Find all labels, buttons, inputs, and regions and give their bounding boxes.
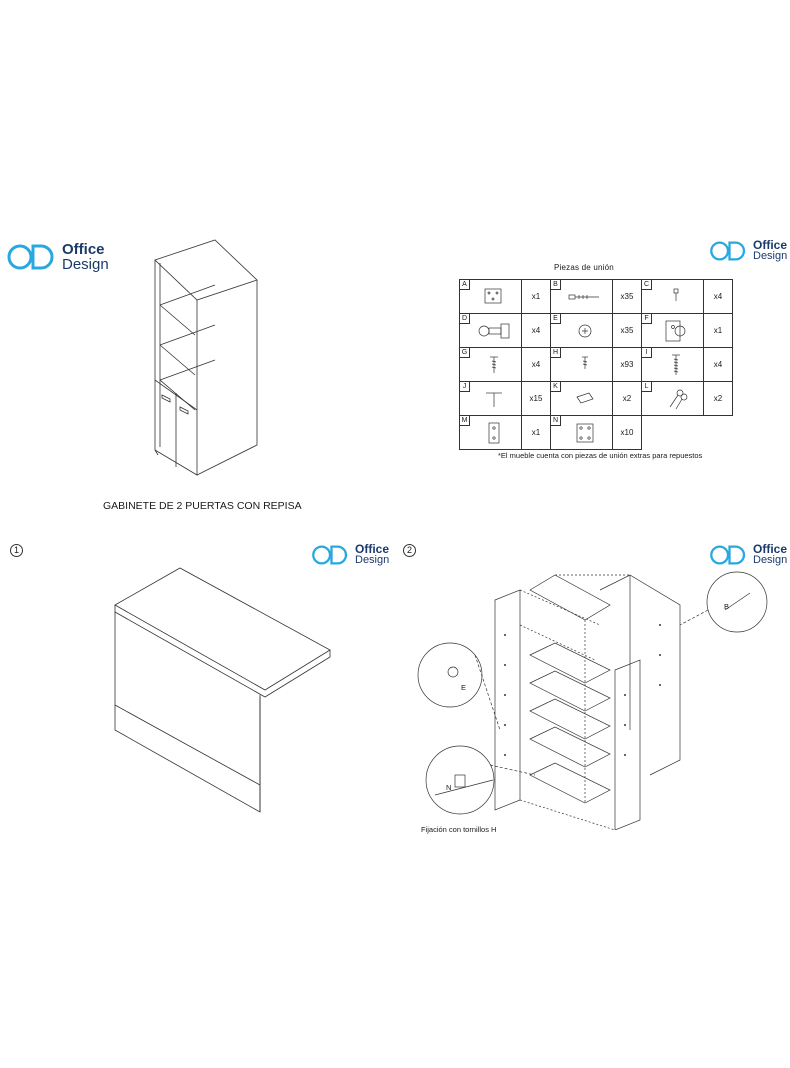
parts-note: *El mueble cuenta con piezas de unión ex… bbox=[498, 451, 703, 460]
part-qty: x4 bbox=[703, 347, 733, 382]
brand-word-office: Office bbox=[62, 241, 105, 258]
part-qty: x2 bbox=[703, 381, 733, 416]
part-qty: x4 bbox=[521, 347, 551, 382]
brand-logo-parts: Office Design bbox=[709, 239, 787, 262]
key-icon bbox=[669, 389, 688, 410]
part-letter: I bbox=[642, 348, 652, 358]
step2-caption: Fijación con tornillos H bbox=[421, 825, 497, 834]
hinge-icon bbox=[478, 323, 510, 339]
brand-mark-icon bbox=[710, 545, 746, 564]
cabinet-illustration bbox=[154, 239, 258, 476]
lock-icon bbox=[665, 320, 686, 342]
screw-icon bbox=[490, 356, 498, 373]
step1-illustration bbox=[114, 567, 331, 813]
bracket-icon bbox=[488, 422, 500, 444]
plate-icon bbox=[484, 288, 502, 304]
brand-mark-icon bbox=[312, 545, 348, 564]
part-letter: K bbox=[551, 382, 561, 392]
part-letter: N bbox=[551, 416, 561, 426]
part-qty: x10 bbox=[612, 415, 642, 450]
part-letter: A bbox=[460, 280, 470, 290]
callout-label-n: N bbox=[446, 783, 452, 792]
brand-mark-icon bbox=[710, 241, 746, 260]
cam-bolt-icon bbox=[568, 294, 599, 300]
part-qty: x1 bbox=[521, 279, 551, 314]
callout-label-e: E bbox=[461, 683, 467, 692]
brand-word-design: Design bbox=[62, 256, 109, 273]
part-qty: x93 bbox=[612, 347, 642, 382]
part-qty: x4 bbox=[521, 313, 551, 348]
part-qty: x35 bbox=[612, 279, 642, 314]
parts-row: J x15 K x2 L x2 bbox=[459, 381, 733, 416]
screw-icon bbox=[582, 356, 588, 369]
part-letter: E bbox=[551, 314, 561, 324]
part-qty: x35 bbox=[612, 313, 642, 348]
brand-word-design: Design bbox=[355, 554, 390, 566]
parts-title: Piezas de unión bbox=[554, 263, 614, 272]
brand-word-office: Office bbox=[753, 238, 788, 252]
part-letter: H bbox=[551, 348, 561, 358]
part-letter: C bbox=[642, 280, 652, 290]
cam-lock-icon bbox=[578, 324, 592, 338]
callout-label-b: B bbox=[724, 602, 730, 611]
parts-row: M x1 N x10 bbox=[459, 415, 733, 450]
brand-logo-step1: Office Design bbox=[311, 543, 389, 566]
parts-row: A x1 B x35 C x4 bbox=[459, 279, 733, 314]
brand-word-design: Design bbox=[753, 554, 788, 566]
parts-row: D x4 E x35 F x1 bbox=[459, 313, 733, 348]
brand-logo-main: Office Design bbox=[6, 242, 109, 272]
part-letter: L bbox=[642, 382, 652, 392]
part-letter: D bbox=[460, 314, 470, 324]
brand-mark-icon bbox=[7, 244, 54, 270]
plate-bracket-icon bbox=[576, 423, 594, 443]
part-qty: x1 bbox=[521, 415, 551, 450]
brand-logo-step2: Office Design bbox=[709, 543, 787, 566]
brand-word-design: Design bbox=[753, 250, 788, 262]
step2-exploded-illustration bbox=[417, 571, 768, 830]
product-title: GABINETE DE 2 PUERTAS CON REPISA bbox=[103, 500, 302, 512]
part-letter: M bbox=[460, 416, 470, 426]
parts-table: A x1 B x35 C x4 D x4 E x35 F x1 G x4 H x… bbox=[459, 279, 733, 450]
part-letter: J bbox=[460, 382, 470, 392]
shelf-pin-icon bbox=[486, 392, 502, 407]
parts-row: G x4 H x93 I x4 bbox=[459, 347, 733, 382]
brand-word-office: Office bbox=[753, 542, 788, 556]
bumper-icon bbox=[576, 392, 594, 404]
part-qty: x1 bbox=[703, 313, 733, 348]
part-letter: B bbox=[551, 280, 561, 290]
long-screw-icon bbox=[672, 354, 680, 375]
part-qty: x15 bbox=[521, 381, 551, 416]
step-number: 1 bbox=[10, 544, 23, 557]
part-letter: F bbox=[642, 314, 652, 324]
pin-icon bbox=[673, 288, 679, 301]
part-letter: G bbox=[460, 348, 470, 358]
part-qty: x4 bbox=[703, 279, 733, 314]
step-number: 2 bbox=[403, 544, 416, 557]
part-qty: x2 bbox=[612, 381, 642, 416]
brand-word-office: Office bbox=[355, 542, 390, 556]
